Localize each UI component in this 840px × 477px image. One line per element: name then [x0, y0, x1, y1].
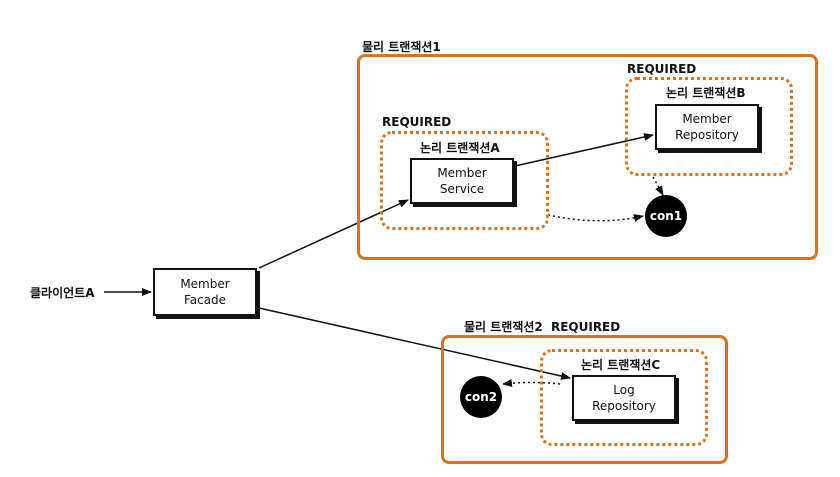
- member-facade-node: Member Facade: [153, 268, 257, 316]
- physical-transaction-2-propagation: REQUIRED: [550, 320, 621, 334]
- physical-transaction-1-box: [357, 54, 818, 260]
- member-service-node: Member Service: [410, 158, 514, 204]
- logical-transaction-b-box: [625, 77, 793, 176]
- connection-con1: con1: [645, 195, 687, 237]
- physical-transaction-1-title: 물리 트랜잭션1: [362, 40, 441, 54]
- facade-to-log-repository-arrow: [258, 307, 571, 380]
- facade-to-service-arrow: [258, 199, 409, 269]
- logical-transaction-a-box: [380, 131, 549, 230]
- logical-transaction-b-title: 논리 트랜잭션B: [666, 86, 746, 100]
- client-label: 클라이언트A: [30, 286, 95, 300]
- member-repository-node: Member Repository: [655, 104, 759, 150]
- log-repository-node: Log Repository: [572, 375, 676, 421]
- logical-transaction-a-propagation: REQUIRED: [382, 115, 452, 129]
- logical-transaction-c-title: 논리 트랜잭션C: [581, 358, 661, 372]
- logical-transaction-b-propagation: REQUIRED: [627, 62, 697, 76]
- connection-con2: con2: [460, 376, 502, 418]
- physical-transaction-2-title: 물리 트랜잭션2 REQUIRED: [464, 318, 620, 335]
- service-to-member-repository-arrow: [514, 133, 654, 167]
- physical-transaction-2-name: 물리 트랜잭션2: [464, 320, 543, 334]
- logical-transaction-c-box: [540, 349, 708, 446]
- logical-transaction-a-title: 논리 트랜잭션A: [420, 141, 500, 155]
- physical-transaction-2-box: [441, 335, 728, 464]
- tx-a-to-con1-dotted: [547, 214, 644, 222]
- tx-b-to-con1-dotted: [652, 176, 664, 196]
